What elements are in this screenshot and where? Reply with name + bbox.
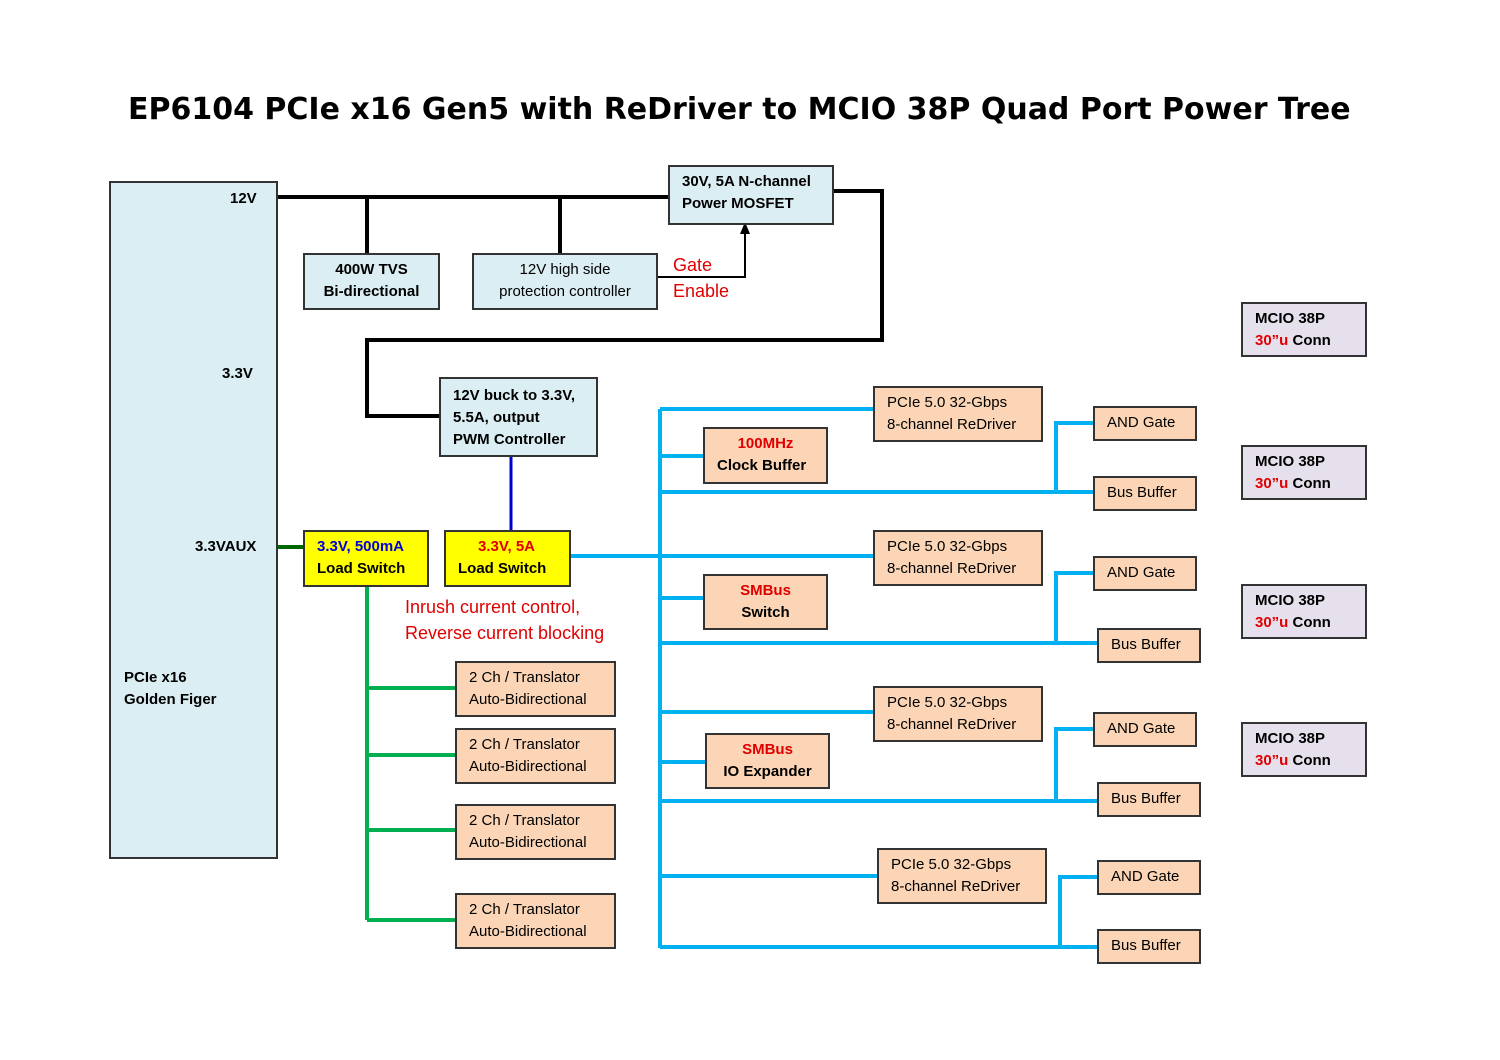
bus-buffer-4: Bus Buffer (1097, 929, 1201, 964)
translator-1: 2 Ch / Translator Auto-Bidirectional (455, 661, 616, 717)
protection-controller-box: 12V high side protection controller (472, 253, 658, 310)
bus-buffer-2: Bus Buffer (1097, 628, 1201, 663)
label-3-3v: 3.3V (222, 365, 253, 382)
rail-12v (277, 189, 884, 418)
inrush-note: Inrush current control, Reverse current … (405, 597, 605, 643)
golden-finger-block (109, 181, 278, 859)
golden-finger-name: PCIe x16 Golden Figer (124, 669, 217, 708)
redriver-1: PCIe 5.0 32-Gbps 8-channel ReDriver (873, 386, 1043, 442)
gate-enable-label: Gate Enable (673, 255, 730, 301)
and-gate-1: AND Gate (1093, 406, 1197, 441)
load-switch-500ma: 3.3V, 500mA Load Switch (303, 530, 429, 587)
redriver-2: PCIe 5.0 32-Gbps 8-channel ReDriver (873, 530, 1043, 586)
bus-buffer-3: Bus Buffer (1097, 782, 1201, 817)
tvs-box: 400W TVS Bi-directional (303, 253, 440, 310)
redriver-4: PCIe 5.0 32-Gbps 8-channel ReDriver (877, 848, 1047, 904)
buck-controller-box: 12V buck to 3.3V, 5.5A, output PWM Contr… (439, 377, 598, 457)
translator-3: 2 Ch / Translator Auto-Bidirectional (455, 804, 616, 860)
redriver-3: PCIe 5.0 32-Gbps 8-channel ReDriver (873, 686, 1043, 742)
and-gate-4: AND Gate (1097, 860, 1201, 895)
label-12v: 12V (230, 190, 257, 207)
bus-buffer-1: Bus Buffer (1093, 476, 1197, 511)
mcio-connector-4: MCIO 38P 30”u Conn (1241, 722, 1367, 777)
translator-2: 2 Ch / Translator Auto-Bidirectional (455, 728, 616, 784)
gate-enable-arrow (657, 232, 746, 278)
page-title: EP6104 PCIe x16 Gen5 with ReDriver to MC… (128, 92, 1351, 127)
load-switch-5a: 3.3V, 5A Load Switch (444, 530, 571, 587)
rail-aux-green (365, 585, 456, 922)
clock-buffer-box: 100MHz Clock Buffer (703, 427, 828, 484)
smbus-switch-box: SMBus Switch (703, 574, 828, 630)
and-gate-3: AND Gate (1093, 712, 1197, 747)
rail-33v-cyan (570, 407, 1098, 949)
mcio-connector-1: MCIO 38P 30”u Conn (1241, 302, 1367, 357)
translator-4: 2 Ch / Translator Auto-Bidirectional (455, 893, 616, 949)
and-gate-2: AND Gate (1093, 556, 1197, 591)
mcio-connector-3: MCIO 38P 30”u Conn (1241, 584, 1367, 639)
smbus-io-expander-box: SMBus IO Expander (705, 733, 830, 789)
gate-arrow-head (740, 222, 750, 234)
mcio-connector-2: MCIO 38P 30”u Conn (1241, 445, 1367, 500)
label-3-3vaux: 3.3VAUX (195, 538, 257, 555)
mosfet-box: 30V, 5A N-channel Power MOSFET (668, 165, 834, 225)
